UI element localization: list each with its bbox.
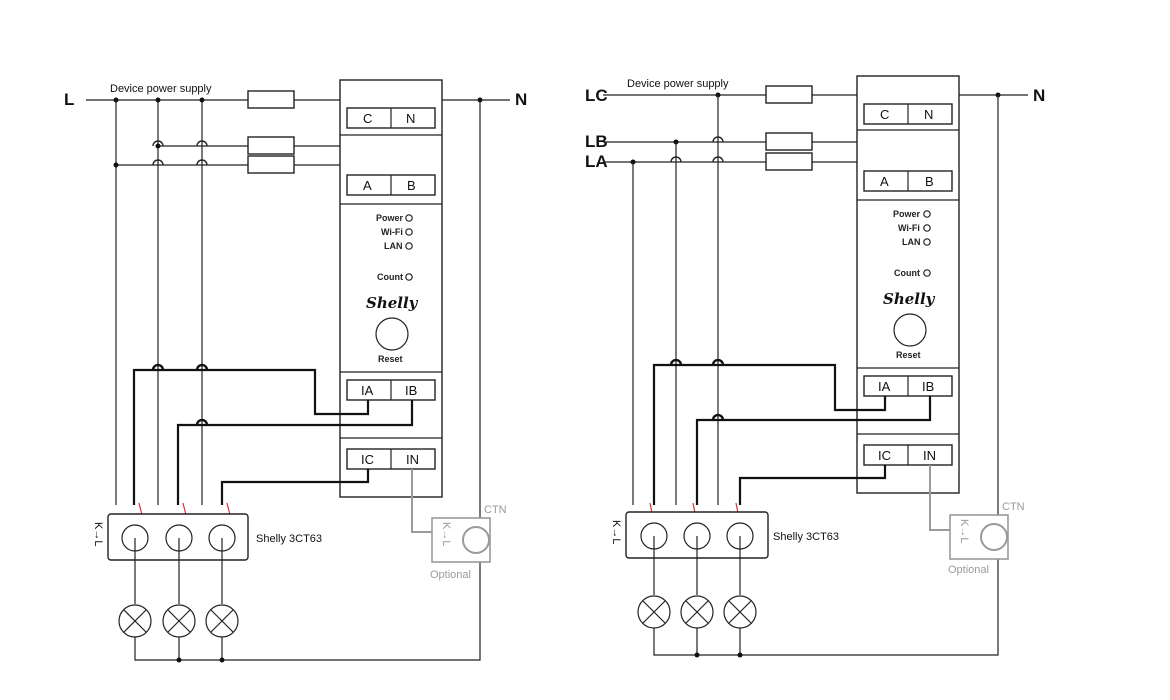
optional-label: Optional — [430, 569, 471, 581]
device-power-supply-label: Device power supply — [110, 83, 212, 95]
terminal-in: IN — [923, 448, 936, 463]
fuse — [247, 90, 295, 109]
reset-button-icon — [375, 317, 409, 351]
load-lamp-icon — [680, 595, 714, 629]
terminal-b: B — [407, 178, 416, 193]
line-label-l: L — [64, 90, 74, 109]
led-lan-icon — [923, 238, 931, 246]
shelly-logo: Shelly — [366, 294, 419, 312]
reset-label: Reset — [378, 354, 403, 364]
terminal-ic: IC — [361, 452, 374, 467]
fuse — [765, 152, 813, 171]
wiring-diagram-three-phase: LC LB LA N Device power supply C N — [585, 75, 1045, 658]
wiring-diagram-single-phase: L N Device power supply C N — [64, 79, 527, 663]
load-lamp-icon — [162, 604, 196, 638]
reset-label: Reset — [896, 350, 921, 360]
ct-direction-label: K→L — [92, 522, 104, 546]
led-lan-icon — [405, 242, 413, 250]
led-power-icon — [405, 214, 413, 222]
ctn-label: CTN — [1002, 501, 1025, 513]
fuse — [247, 155, 295, 174]
led-label-wifi: Wi-Fi — [381, 227, 403, 237]
terminal-ia: IA — [361, 383, 374, 398]
fuse — [765, 85, 813, 104]
led-label-lan: LAN — [384, 241, 403, 251]
terminal-a: A — [880, 174, 889, 189]
terminal-n: N — [406, 111, 415, 126]
led-label-wifi: Wi-Fi — [898, 223, 920, 233]
line-label-la: LA — [585, 152, 608, 171]
ctn-label: CTN — [484, 504, 507, 516]
led-label-count: Count — [377, 272, 403, 282]
shelly-device — [856, 75, 960, 494]
led-count-icon — [923, 269, 931, 277]
led-wifi-icon — [405, 228, 413, 236]
load-lamp-icon — [205, 604, 239, 638]
reset-button-icon — [893, 313, 927, 347]
ct-model-label: Shelly 3CT63 — [773, 531, 839, 543]
terminal-ic: IC — [878, 448, 891, 463]
ctn-optional — [949, 514, 1009, 560]
device-power-supply-label: Device power supply — [627, 78, 729, 90]
load-lamp-icon — [637, 595, 671, 629]
terminal-ib: IB — [405, 383, 417, 398]
terminal-b: B — [925, 174, 934, 189]
ctn-optional — [431, 517, 491, 563]
led-label-power: Power — [376, 213, 404, 223]
terminal-ia: IA — [878, 379, 891, 394]
terminal-c: C — [880, 107, 889, 122]
ct-direction-label: K→L — [610, 520, 622, 544]
ctn-direction-label: K→L — [958, 519, 970, 543]
terminal-ib: IB — [922, 379, 934, 394]
optional-label: Optional — [948, 564, 989, 576]
shelly-logo: Shelly — [883, 290, 936, 308]
terminal-in: IN — [406, 452, 419, 467]
ct-3ct63 — [107, 513, 249, 561]
led-count-icon — [405, 273, 413, 281]
terminal-n: N — [924, 107, 933, 122]
line-label-lc: LC — [585, 86, 608, 105]
neutral-label: N — [1033, 86, 1045, 105]
shelly-device — [339, 79, 443, 498]
load-lamp-icon — [723, 595, 757, 629]
terminal-a: A — [363, 178, 372, 193]
fuse — [247, 136, 295, 155]
ct-model-label: Shelly 3CT63 — [256, 533, 322, 545]
load-lamp-icon — [118, 604, 152, 638]
ctn-direction-label: K→L — [440, 522, 452, 546]
led-label-lan: LAN — [902, 237, 921, 247]
neutral-label: N — [515, 90, 527, 109]
led-wifi-icon — [923, 224, 931, 232]
led-label-count: Count — [894, 268, 920, 278]
line-label-lb: LB — [585, 132, 608, 151]
led-label-power: Power — [893, 209, 921, 219]
ctn-clamp-icon — [462, 526, 490, 554]
led-power-icon — [923, 210, 931, 218]
fuse — [765, 132, 813, 151]
ctn-clamp-icon — [980, 523, 1008, 551]
terminal-c: C — [363, 111, 372, 126]
